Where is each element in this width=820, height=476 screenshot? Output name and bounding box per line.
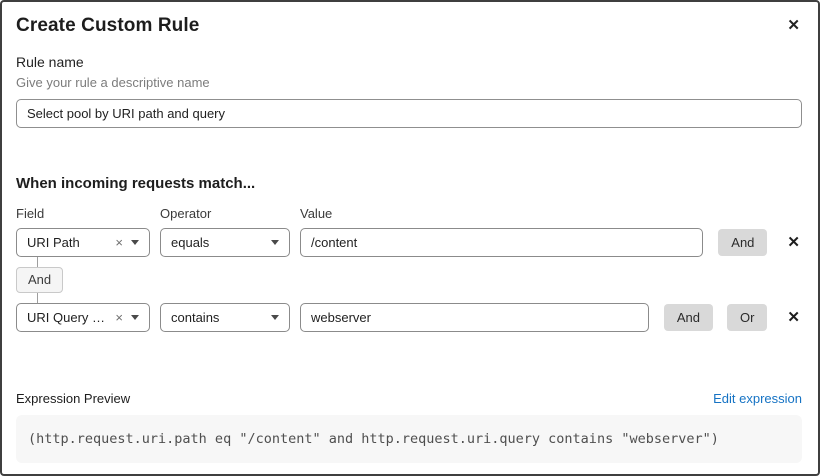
clear-field-icon[interactable]: × <box>115 235 123 250</box>
chevron-down-icon <box>131 240 139 245</box>
condition-column-headers: Field Operator Value <box>16 206 802 221</box>
chevron-down-icon <box>131 314 139 320</box>
clear-field-icon[interactable]: × <box>115 309 123 325</box>
value-input-1[interactable] <box>300 228 704 257</box>
field-select-2[interactable]: URI Query St... × <box>16 302 150 332</box>
close-icon[interactable]: ✕ <box>787 17 800 34</box>
and-connector-badge: And <box>16 267 64 293</box>
rule-name-section: Rule name Give your rule a descriptive n… <box>16 54 802 128</box>
connector-line-bottom <box>37 292 38 303</box>
rule-name-hint: Give your rule a descriptive name <box>16 75 210 90</box>
dialog-title: Create Custom Rule <box>16 15 200 36</box>
remove-condition-icon-1[interactable]: ✕ <box>787 234 800 251</box>
connector-line-top <box>37 257 38 267</box>
match-heading: When incoming requests match... <box>16 175 256 192</box>
condition-row-1: URI Path × equals And ✕ <box>16 228 802 257</box>
field-select-1[interactable]: URI Path × <box>16 228 150 257</box>
expression-preview-header: Expression Preview Edit expression <box>16 391 802 406</box>
operator-select-1[interactable]: equals <box>160 228 290 257</box>
add-and-condition-button-1[interactable]: And <box>718 229 768 256</box>
expression-preview-label: Expression Preview <box>16 390 131 406</box>
operator-column-label: Operator <box>160 206 212 221</box>
add-or-condition-button-2[interactable]: Or <box>726 303 768 331</box>
edit-expression-link[interactable]: Edit expression <box>713 390 802 406</box>
value-column-label: Value <box>300 206 333 221</box>
remove-condition-icon-2[interactable]: ✕ <box>787 308 800 326</box>
field-select-2-value: URI Query St... <box>27 309 110 325</box>
chevron-down-icon <box>271 240 279 245</box>
add-and-condition-button-2[interactable]: And <box>663 303 713 331</box>
condition-row-2: URI Query St... × contains And Or ✕ <box>16 302 802 332</box>
rule-name-input[interactable] <box>16 99 802 128</box>
rule-name-label: Rule name <box>16 54 84 70</box>
operator-select-2-value: contains <box>171 309 220 325</box>
expression-code-block: (http.request.uri.path eq "/content" and… <box>16 414 802 463</box>
chevron-down-icon <box>271 314 279 320</box>
operator-select-1-value: equals <box>171 235 210 250</box>
field-select-1-value: URI Path <box>27 235 80 250</box>
dialog-header: Create Custom Rule ✕ <box>16 15 802 37</box>
operator-select-2[interactable]: contains <box>160 302 290 332</box>
condition-connector: And <box>16 257 802 303</box>
value-input-2[interactable] <box>300 302 649 332</box>
field-column-label: Field <box>16 206 45 221</box>
